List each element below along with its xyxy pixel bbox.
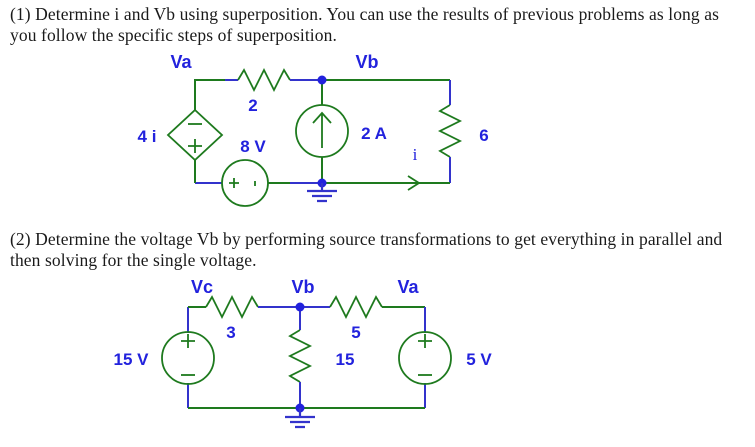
ground-icon-2 [285, 408, 315, 429]
label-source-8v: 8 V [240, 137, 266, 156]
resistor-15-symbol [287, 329, 313, 383]
source-15v-plus-sign [181, 334, 195, 348]
source-5v-plus-sign [418, 334, 432, 348]
resistor-3-symbol [205, 294, 259, 320]
source-2a-up-arrow [312, 111, 332, 148]
node-dot-vb-top [317, 75, 327, 85]
label-vc: Vc [191, 277, 213, 297]
label-dependent-source-4i: 4 i [138, 127, 157, 146]
label-resistor-3: 3 [226, 323, 235, 342]
ground-icon [307, 183, 337, 203]
label-current-i: i [413, 145, 418, 164]
node-dot-vb-top-2 [295, 302, 305, 312]
wire-va-top-left [194, 79, 225, 110]
circuit-diagram-1: Va Vb 4 i 2 8 V 2 A 6 i [138, 52, 489, 207]
label-va-2: Va [397, 277, 419, 297]
dependent-source-diamond [166, 108, 224, 162]
label-resistor-6: 6 [479, 126, 488, 145]
source-5v-circle [398, 331, 452, 385]
label-source-15v: 15 V [114, 350, 150, 369]
label-source-2a: 2 A [361, 124, 387, 143]
source-15v-circle [161, 331, 215, 385]
source-8v-circle [221, 159, 269, 207]
current-i-arrow-icon [407, 175, 421, 191]
label-resistor-15: 15 [336, 350, 355, 369]
problem-2-statement: (2) Determine the voltage Vb by performi… [10, 229, 723, 270]
label-resistor-5: 5 [351, 323, 360, 342]
problem-1-statement: (1) Determine i and Vb using superpositi… [10, 4, 719, 45]
dependent-source-plus-sign [188, 139, 202, 153]
label-vb-2: Vb [291, 277, 314, 297]
source-8v-plus-sign [229, 178, 239, 188]
resistor-6-symbol [437, 104, 463, 158]
label-resistor-2: 2 [248, 96, 257, 115]
label-vb: Vb [355, 52, 378, 72]
label-source-5v: 5 V [466, 350, 492, 369]
resistor-2-symbol [237, 67, 291, 93]
label-va: Va [170, 52, 192, 72]
circuit-diagram-2: Vc Vb Va 15 V 3 15 5 5 V [0, 275, 755, 447]
resistor-5-symbol [329, 294, 383, 320]
